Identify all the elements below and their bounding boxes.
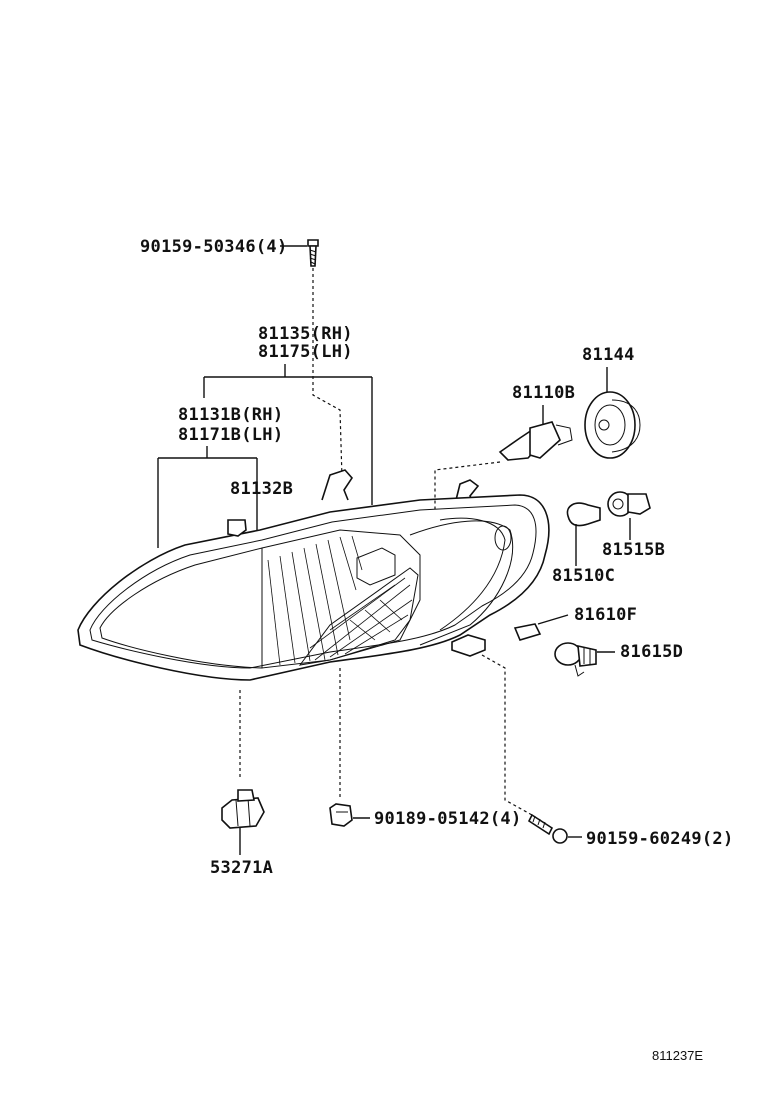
label-53271a: 53271A xyxy=(210,858,273,878)
adjuster-53271a xyxy=(221,789,265,855)
label-unit-lh: 81171B(LH) xyxy=(178,425,283,445)
socket-81515b xyxy=(607,491,651,540)
label-81110b: 81110B xyxy=(512,383,575,403)
figure-id: 811237E xyxy=(652,1048,703,1063)
bulb-81510c xyxy=(566,502,601,566)
screw-90159-50346 xyxy=(280,239,319,267)
label-housing-rh: 81135(RH) xyxy=(258,324,353,344)
label-81610f: 81610F xyxy=(574,605,637,625)
clip-90189-05142 xyxy=(329,803,370,827)
label-screw-top: 90159-50346(4) xyxy=(140,237,288,257)
socket-81615d xyxy=(554,642,615,677)
label-81515b: 81515B xyxy=(602,540,665,560)
headlamp-assembly xyxy=(77,469,550,681)
label-81615d: 81615D xyxy=(620,642,683,662)
label-clip-bottom: 90189-05142(4) xyxy=(374,809,522,829)
screw-90159-60249 xyxy=(527,813,582,844)
cap-81144 xyxy=(584,367,641,459)
bulb-81110b xyxy=(498,405,573,461)
label-unit-rh: 81131B(RH) xyxy=(178,405,283,425)
label-81144: 81144 xyxy=(582,345,635,365)
label-81510c: 81510C xyxy=(552,566,615,586)
bulb-81610f xyxy=(513,614,569,641)
label-81132b: 81132B xyxy=(230,479,293,499)
label-housing-lh: 81175(LH) xyxy=(258,342,353,362)
label-screw-bottom: 90159-60249(2) xyxy=(586,829,734,849)
